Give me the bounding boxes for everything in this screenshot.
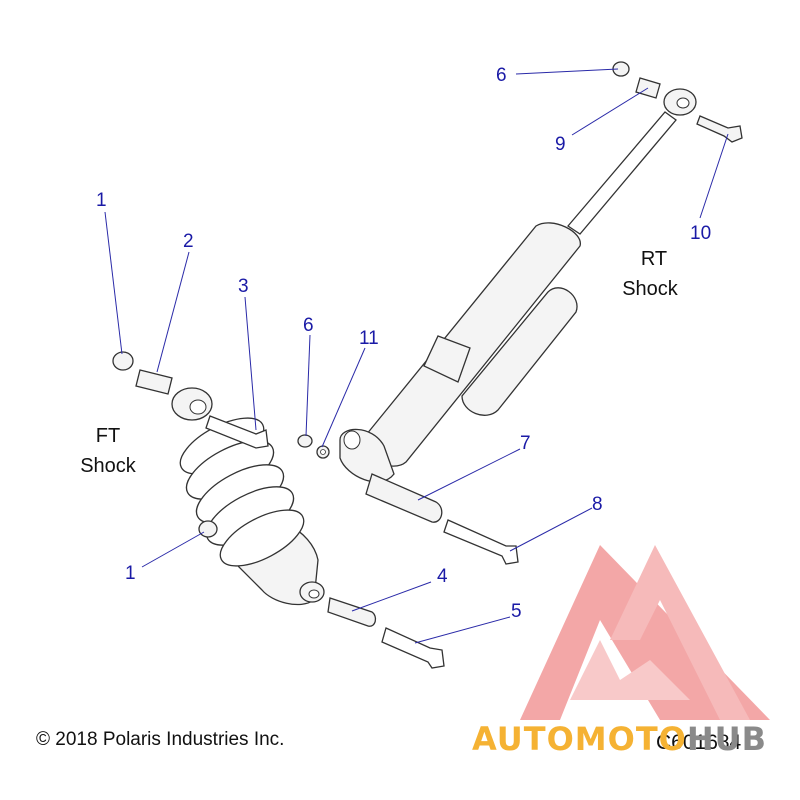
callout-4: 4: [437, 566, 448, 587]
bolt-5: [381, 627, 445, 669]
bushing-2: [135, 369, 173, 395]
callout-8: 8: [592, 494, 603, 515]
sleeve-7: [365, 473, 443, 523]
callout-1-bottom: 1: [125, 563, 136, 584]
ft-hardware: [112, 351, 445, 669]
rt-shock: [339, 88, 697, 483]
nut-1-bottom: [198, 520, 218, 538]
callout-5: 5: [511, 601, 522, 622]
rt-shock-reservoir: [461, 287, 578, 416]
washer-11-hole: [320, 449, 326, 455]
rt-shock-rod: [567, 111, 677, 235]
rt-shock-top-eye-hole: [676, 97, 690, 109]
logo-triangle-mid: [610, 545, 750, 720]
rt-label-line2: Shock: [622, 278, 679, 300]
logo-triangle-inner: [570, 640, 690, 700]
callout-2: 2: [183, 231, 194, 252]
ft-shock: [171, 387, 325, 606]
callout-10: 10: [690, 223, 711, 244]
watermark-text-part1: AUTOMOTO: [472, 720, 687, 758]
ft-label-line2: Shock: [80, 455, 137, 477]
callout-9: 9: [555, 134, 566, 155]
rt-shock-bottom-eye-hole: [343, 430, 361, 450]
sleeve-4: [327, 597, 377, 627]
rt-shock-collar: [423, 335, 471, 383]
bolt-8: [443, 519, 519, 565]
callout-6-top: 6: [496, 65, 507, 86]
callout-6-mid: 6: [303, 315, 314, 336]
bolt-10: [696, 115, 743, 143]
callout-7: 7: [520, 433, 531, 454]
callout-1-top: 1: [96, 190, 107, 211]
ft-shock-top-eye-hole: [189, 399, 207, 415]
callout-3: 3: [238, 276, 249, 297]
watermark-text: AUTOMOTOHUB: [472, 720, 767, 758]
watermark-text-part2: HUB: [687, 720, 767, 758]
automotohub-logo: [520, 545, 770, 720]
rt-hardware: [297, 61, 743, 565]
copyright-notice: © 2018 Polaris Industries Inc.: [36, 729, 284, 750]
nut-6-mid: [297, 434, 313, 448]
leader-lines: [104, 68, 729, 644]
drawing-id: C601684: [656, 731, 742, 754]
ft-label-line1: FT: [96, 425, 120, 447]
ft-shock-bottom-eye-hole: [308, 589, 320, 599]
rt-label-line1: RT: [641, 248, 667, 270]
callout-11: 11: [359, 328, 379, 349]
bolt-3: [205, 415, 269, 449]
nut-1-top: [112, 351, 134, 371]
